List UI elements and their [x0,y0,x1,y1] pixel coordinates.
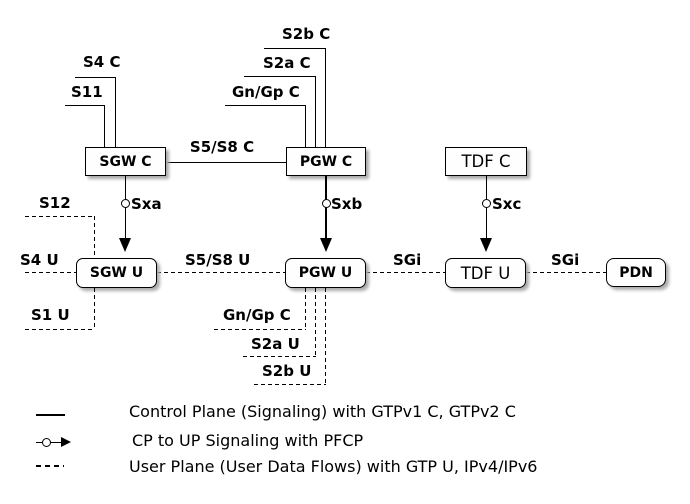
edge-label-s5-s8-u: S5/S8 U [185,251,251,269]
edge-label-s5-s8-c: S5/S8 C [189,138,255,156]
node-tdf-u-label: TDF U [460,263,511,283]
s4-c-line-horizontal [75,77,116,79]
sxc-circle [482,199,491,208]
s4-u-line [25,272,76,274]
s12-line-vertical [94,216,96,258]
s5-s8-c-line [166,162,286,164]
gn-gp-c-bottom-line-horizontal [214,329,306,331]
edge-label-gn-gp-c-top: Gn/Gp C [232,83,300,101]
node-pgw-c: PGW C [286,147,366,176]
node-tdf-u: TDF U [445,258,526,288]
legend-item-user-plane: User Plane (User Data Flows) with GTP U,… [129,457,538,476]
node-pgw-u-label: PGW U [298,265,353,281]
edge-label-s2b-c: S2b C [282,25,331,43]
gn-gp-c-line-vertical [305,105,307,147]
s2a-u-line-vertical [315,288,317,356]
s2b-u-line-horizontal [254,384,326,386]
sgi-left-line [366,272,445,274]
node-tdf-c-label: TDF C [461,152,511,171]
edge-label-sgi-right: SGi [551,251,580,269]
edge-label-s4-u: S4 U [20,251,59,269]
s1-u-line-horizontal [25,329,95,331]
s1-u-line-vertical [94,288,96,329]
s11-line-vertical [104,105,106,147]
edge-label-gn-gp-c-bottom: Gn/Gp C [223,306,291,324]
node-pdn-label: PDN [619,264,653,281]
legend-item-control-plane: Control Plane (Signaling) with GTPv1 C, … [129,402,516,421]
node-pgw-c-label: PGW C [299,153,353,170]
legend-circle-icon [42,438,51,447]
s4-c-line-vertical [115,77,117,147]
s11-line-horizontal [65,105,105,107]
sxa-circle [121,199,130,208]
edge-label-s2b-u: S2b U [262,362,312,380]
sxa-arrow-icon [119,238,131,252]
legend-item-cp-up-signaling: CP to UP Signaling with PFCP [132,431,364,450]
legend-arrowhead-icon [61,437,71,447]
edge-label-s1-u: S1 U [31,306,70,324]
legend-solid-line-icon [36,414,65,416]
edge-label-s2a-c: S2a C [263,54,311,72]
edge-label-sxb: Sxb [331,195,363,213]
s2a-c-line-horizontal [244,76,316,78]
gn-gp-c-bottom-line-vertical [305,288,307,329]
sxc-arrow-icon [480,238,492,252]
edge-label-sxc: Sxc [492,195,522,213]
node-tdf-c: TDF C [445,147,527,176]
node-pdn: PDN [606,258,666,287]
s2a-u-line-horizontal [243,356,316,358]
node-pgw-u: PGW U [285,258,366,288]
node-sgw-c: SGW C [85,147,166,176]
edge-label-sgi-left: SGi [393,251,422,269]
edge-label-s4-c: S4 C [83,53,121,71]
s12-line-horizontal [25,216,95,218]
edge-label-s11: S11 [71,83,103,101]
gn-gp-c-line-horizontal [225,105,306,107]
s2b-c-line-vertical [325,48,327,147]
edge-label-sxa: Sxa [131,195,162,213]
sgi-right-line [526,272,606,274]
s5-s8-u-line [157,272,285,274]
edge-label-s2a-u: S2a U [251,335,300,353]
s2a-c-line-vertical [315,76,317,147]
edge-label-s12: S12 [39,194,71,212]
node-sgw-u: SGW U [76,258,157,288]
sxb-circle [321,199,331,208]
node-sgw-c-label: SGW C [99,153,152,170]
s2b-c-line-horizontal [264,48,326,50]
sxb-arrow-icon [319,238,332,252]
s2b-u-line-vertical [325,288,327,384]
node-sgw-u-label: SGW U [89,265,144,281]
legend-dashed-line-icon [36,465,64,467]
